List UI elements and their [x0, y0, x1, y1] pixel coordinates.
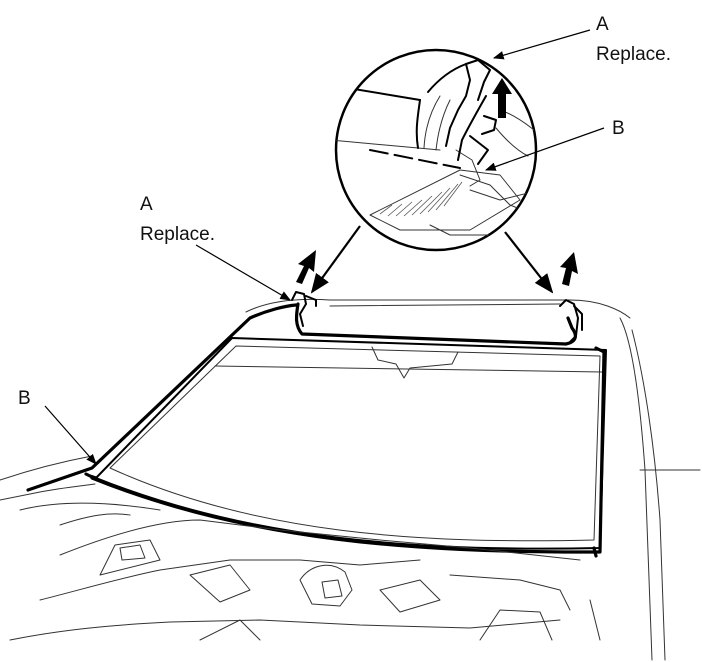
leader-a-left — [195, 244, 291, 301]
detail-inset — [334, 48, 538, 252]
callout-arrows — [44, 29, 605, 465]
labels: A Replace. B A Replace. B — [18, 14, 671, 409]
car-body — [0, 298, 701, 661]
label-replace-top: Replace. — [596, 44, 671, 65]
label-a-left: A — [140, 194, 153, 215]
leader-inset-to-right-clip — [504, 231, 554, 294]
label-replace-left: Replace. — [140, 224, 215, 245]
leader-inset-to-left-clip — [310, 225, 361, 294]
leader-b-left — [44, 405, 97, 465]
arrow-up-icon — [560, 252, 578, 286]
pull-arrows — [296, 250, 578, 286]
windshield-glass — [95, 337, 607, 550]
label-a-top: A — [596, 14, 609, 35]
arrow-up-icon — [296, 250, 316, 284]
leader-a-top — [492, 29, 591, 60]
label-b-inset: B — [612, 118, 625, 139]
pull-arrow-inset — [492, 78, 512, 118]
windshield-molding — [26, 291, 606, 558]
label-b-left: B — [18, 388, 31, 409]
leader-b-inset — [484, 127, 605, 171]
cowl-area — [9, 513, 601, 641]
